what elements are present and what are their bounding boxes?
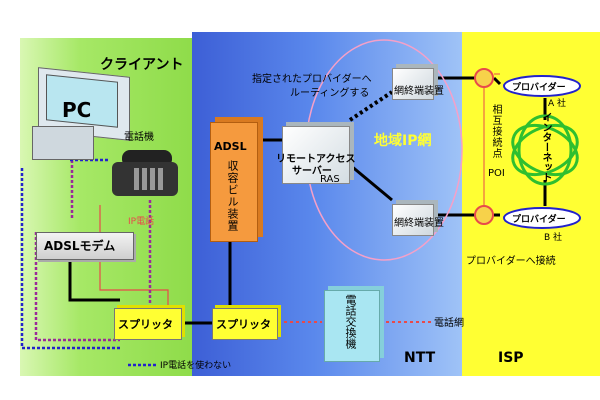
routing-note-line2: ルーティングする (290, 88, 370, 99)
legend-text: IP電話を使わない (160, 361, 232, 371)
poi-circle-bottom (474, 205, 494, 225)
blue-dotted-loop (20, 168, 120, 350)
provider-b-ellipse (503, 207, 581, 229)
poi-circle-top (474, 68, 494, 88)
isp-title: ISP (498, 350, 524, 366)
routing-note-line1: 指定されたプロバイダーへ (252, 74, 372, 85)
adsl-device-vertical-label: 収容ビル装置 (226, 160, 239, 232)
isp-connect-label: プロバイダーへ接続 (466, 256, 556, 267)
ras-line1: リモートアクセス (276, 154, 356, 165)
poi-abbr: POI (488, 168, 505, 179)
provider-a-label: プロバイダー (512, 83, 566, 93)
exchange-label: 電話交換機 (344, 294, 357, 349)
exchange-box (324, 290, 380, 362)
internet-label: インターネット (540, 112, 551, 182)
provider-b-company: B 社 (544, 233, 563, 243)
line-modem-splitter (68, 255, 120, 302)
provider-b-label: プロバイダー (512, 215, 566, 225)
line-ras-terminal-bottom (349, 163, 393, 202)
client-title: クライアント (100, 57, 184, 73)
adsl-device-box (210, 122, 258, 242)
adsl-modem-box (36, 232, 134, 260)
pc-tower-icon (32, 126, 94, 160)
phone-label: 電話機 (124, 132, 154, 143)
ras-line2: サーバー (292, 166, 332, 177)
ras-box (282, 126, 350, 184)
ntt-splitter-label: スプリッタ (216, 318, 271, 331)
client-splitter-box (114, 308, 182, 340)
terminal-bottom-box (392, 204, 434, 236)
telephone-icon (112, 150, 178, 196)
ras-abbr: RAS (320, 174, 340, 185)
pc-label: PC (62, 98, 92, 122)
ntt-splitter-box (212, 308, 278, 340)
purple-dotted-loop (34, 232, 120, 342)
dotted-ras-terminal-top (348, 90, 394, 122)
ip-phone-label: IP電話 (128, 217, 155, 227)
terminal-top-label: 網終端装置 (394, 86, 444, 97)
phone-network-label: 電話網 (434, 318, 464, 329)
poi-vertical-label: 相互接続点 (490, 104, 501, 159)
provider-a-ellipse (503, 75, 581, 97)
terminal-top-box (392, 68, 434, 100)
internet-ring-1 (517, 114, 573, 186)
adsl-device-label: ADSL (214, 140, 247, 153)
client-splitter-label: スプリッタ (118, 318, 173, 331)
regional-ip-label: 地域IP網 (374, 133, 432, 149)
ntt-title: NTT (404, 350, 436, 366)
adsl-modem-label: ADSLモデム (44, 239, 116, 253)
internet-ring-3 (511, 123, 579, 177)
terminal-bottom-label: 網終端装置 (394, 218, 444, 229)
line-poi-providerA (492, 76, 502, 86)
internet-ring-2 (511, 123, 579, 177)
provider-a-company: A 社 (548, 99, 567, 109)
